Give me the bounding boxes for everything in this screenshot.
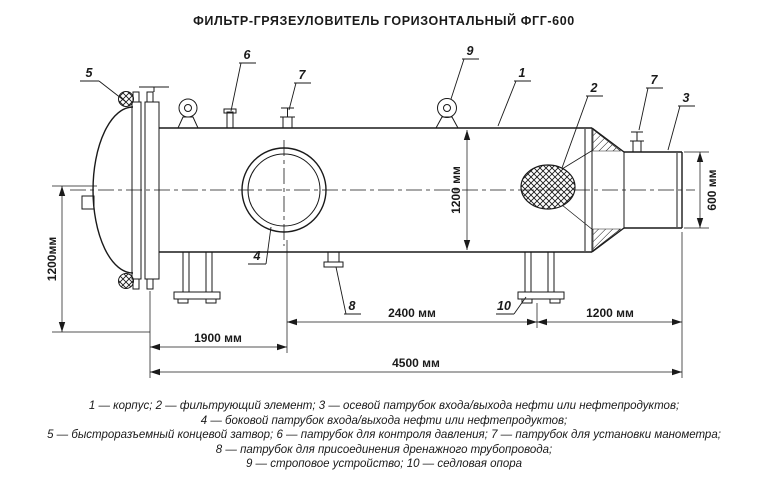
filter-element [520,128,622,252]
callout-number-closure: 5 [86,66,94,80]
dimension-head-height: 1200мм [45,185,150,333]
head-side-stub [81,195,95,210]
dim-label-left-span: 1900 мм [194,331,242,345]
drawing-title: ФИЛЬТР-ГРЯЗЕУЛОВИТЕЛЬ ГОРИЗОНТАЛЬНЫЙ ФГГ… [193,14,575,28]
centerlines [70,140,695,246]
legend: 1 — корпус; 2 — фильтрующий элемент; 3 —… [0,399,768,472]
legend-line-1: 1 — корпус; 2 — фильтрующий элемент; 3 —… [88,400,680,412]
callout-drain-nozzle: 8 [335,266,361,315]
callout-closure: 5 [80,66,127,103]
vessel-body [159,127,625,253]
legend-line-3: 5 — быстроразъемный концевой затвор; 6 —… [47,429,721,441]
dimension-nozzle-span: 1200 мм [537,306,682,326]
dimension-nozzle-diameter: 600 мм [684,151,719,229]
dim-label-shell-span: 2400 мм [388,306,436,320]
dim-label-nozzle-span: 1200 мм [586,306,634,320]
callout-manometer-left: 7 [288,68,311,111]
callout-number-saddle-support: 10 [497,299,511,313]
legend-line-2: 4 — боковой патрубок входа/выхода нефти … [200,414,568,427]
dimension-left-span: 1900 мм [150,331,287,351]
manometer-valve-right [630,131,644,153]
callout-number-manometer-left: 7 [299,68,307,82]
callout-body: 1 [497,66,531,127]
dimension-shell-diameter: 1200 мм [449,130,471,250]
dimension-overall-length: 4500 мм [150,356,682,376]
hinge-pin-bottom [118,273,134,289]
side-nozzle [241,147,327,233]
dim-label-shell-diameter: 1200 мм [449,166,463,214]
callout-side-nozzle: 4 [248,226,272,265]
dimension-shell-span: 2400 мм [287,306,537,326]
callout-filter-element: 2 [561,81,603,169]
dim-label-head-height: 1200мм [45,237,59,282]
callout-manometer-right: 7 [638,73,663,131]
callout-number-axial-nozzle: 3 [683,91,690,105]
end-closure [81,86,169,290]
callout-number-manometer-right: 7 [651,73,659,87]
callout-sling-device: 9 [450,44,479,100]
callout-number-filter-element: 2 [590,81,598,95]
drain-nozzle [323,251,344,268]
callout-number-side-nozzle: 4 [253,249,261,263]
lifting-lug-right [435,98,459,129]
callout-number-pressure-nozzle: 6 [244,48,252,62]
legend-line-4: 8 — патрубок для присоединения дренажног… [215,443,553,456]
dim-label-nozzle-diameter: 600 мм [705,169,719,210]
callout-axial-nozzle: 3 [667,91,695,151]
saddle-support-left [173,252,221,304]
callout-number-drain-nozzle: 8 [349,299,356,313]
callout-saddle-support: 10 [496,296,527,315]
saddle-support-right [517,252,565,304]
legend-line-5: 9 — строповое устройство; 10 — седловая … [245,458,523,470]
lifting-lug-left [177,98,199,129]
extension-lines [149,232,683,378]
callout-number-sling-device: 9 [467,44,474,58]
dim-label-overall-length: 4500 мм [392,356,440,370]
pressure-control-nozzle [223,108,237,129]
callout-number-body: 1 [519,66,526,80]
hinge-pin-top [118,91,134,107]
callout-pressure-nozzle: 6 [230,48,256,112]
manometer-valve-left [280,107,295,129]
